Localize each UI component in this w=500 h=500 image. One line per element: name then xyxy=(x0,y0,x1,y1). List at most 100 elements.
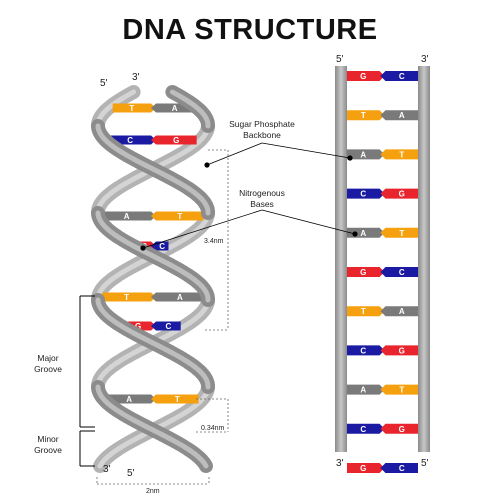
ladder-base-right xyxy=(380,345,418,356)
ladder-base-left xyxy=(347,384,385,395)
backbone-label-line1: Sugar Phosphate xyxy=(229,119,295,129)
helix-base-left xyxy=(109,135,156,145)
helix-base-right xyxy=(151,292,204,302)
bases-label-line1: Nitrogenous xyxy=(239,188,285,198)
ladder-base-left xyxy=(347,71,385,81)
ladder-base-right xyxy=(380,188,418,199)
bases-callout-dot-helix xyxy=(140,245,146,251)
minor-groove-label-line2: Groove xyxy=(34,445,62,455)
helix-base-left-label: A xyxy=(124,212,130,221)
ladder-base-right-label: A xyxy=(399,307,405,316)
ladder-base-left xyxy=(347,267,385,277)
ladder-base-right xyxy=(380,306,418,317)
bases-callout-line-left xyxy=(142,209,263,249)
bases-label-line2: Bases xyxy=(250,199,274,209)
rise-bracket xyxy=(196,398,229,433)
strand-a-front-segment-highlight xyxy=(95,210,211,303)
helix-base-left-label: C xyxy=(127,136,133,145)
bases-callout-dot-ladder xyxy=(352,231,358,237)
ladder-base-left xyxy=(347,306,385,317)
ladder-base-left xyxy=(347,110,385,121)
helix-base-left xyxy=(102,292,156,302)
major-groove-bracket xyxy=(79,295,95,428)
backbone-callout xyxy=(204,142,353,168)
helix-base-left-label: T xyxy=(129,104,134,113)
ladder-base-left-label: A xyxy=(360,150,366,159)
ladder-base-left-label: A xyxy=(360,229,366,238)
helix-base-right-label: A xyxy=(172,104,178,113)
ladder-base-right-label: G xyxy=(399,346,405,355)
backbone-callout-line-left xyxy=(206,142,263,166)
helix-base-left-label: G xyxy=(135,322,141,331)
ladder-base-right xyxy=(380,384,418,395)
minor-groove-label-line1: Minor xyxy=(37,434,58,444)
helix-base-right xyxy=(151,394,199,404)
ladder-base-left-label: T xyxy=(361,111,366,120)
helix-base-left-label: T xyxy=(124,293,129,302)
helix-base-right-label: G xyxy=(173,136,179,145)
major-groove-label-line2: Groove xyxy=(34,364,62,374)
ladder-top-right-end: 3' xyxy=(421,54,429,65)
ladder-base-right-label: C xyxy=(399,72,405,81)
ladder-base-right xyxy=(380,227,418,238)
ladder-base-right-label: T xyxy=(399,150,404,159)
page-title: DNA STRUCTURE xyxy=(122,14,378,46)
strand-b-front-segment-highlight xyxy=(95,297,211,390)
helix-base-right-label: C xyxy=(159,242,165,251)
ladder-base-right-label: G xyxy=(399,190,405,199)
width-bracket xyxy=(96,477,210,485)
strand-b-front-segment-highlight xyxy=(95,123,211,216)
ladder-base-left xyxy=(347,463,385,473)
ladder-base-left-label: A xyxy=(360,386,366,395)
ladder-bottom-left-end: 3' xyxy=(336,458,344,469)
helix-base-left xyxy=(107,394,156,404)
ladder-base-right xyxy=(380,110,418,121)
helix-base-right xyxy=(151,211,204,221)
helix-base-left-label: A xyxy=(126,395,132,404)
minor-groove-bracket xyxy=(79,430,95,467)
pitch-value: 3.4nm xyxy=(204,238,224,245)
major-groove-label-line1: Major xyxy=(37,353,58,363)
helix-front-strand xyxy=(91,85,215,473)
ladder-base-right xyxy=(380,149,418,160)
ladder-base-right-label: T xyxy=(399,386,404,395)
ladder-left-backbone xyxy=(335,66,347,452)
ladder-right-backbone xyxy=(418,66,430,452)
ladder-base-left-label: G xyxy=(360,268,366,277)
ladder-top-left-end: 5' xyxy=(336,54,344,65)
ladder-base-right-label: C xyxy=(399,464,405,473)
helix-base-right xyxy=(151,135,197,145)
helix-bottom-right-end: 5' xyxy=(127,468,135,479)
helix-base-left xyxy=(112,103,156,113)
ladder-base-right xyxy=(380,463,418,473)
ladder-base-right xyxy=(380,267,418,277)
ladder-base-right xyxy=(380,71,418,81)
helix-base-pairs: TACGATGCTAGCATGC xyxy=(102,103,204,437)
backbone-label-line2: Backbone xyxy=(243,130,281,140)
ladder-base-right xyxy=(380,423,418,434)
helix-top-left-end: 5' xyxy=(100,78,108,89)
ladder-bottom-right-end: 5' xyxy=(421,458,429,469)
helix-base-right-label: T xyxy=(175,395,180,404)
ladder-base-right-label: A xyxy=(399,111,405,120)
helix-base-right xyxy=(151,321,181,331)
ladder-base-right-label: T xyxy=(399,229,404,238)
